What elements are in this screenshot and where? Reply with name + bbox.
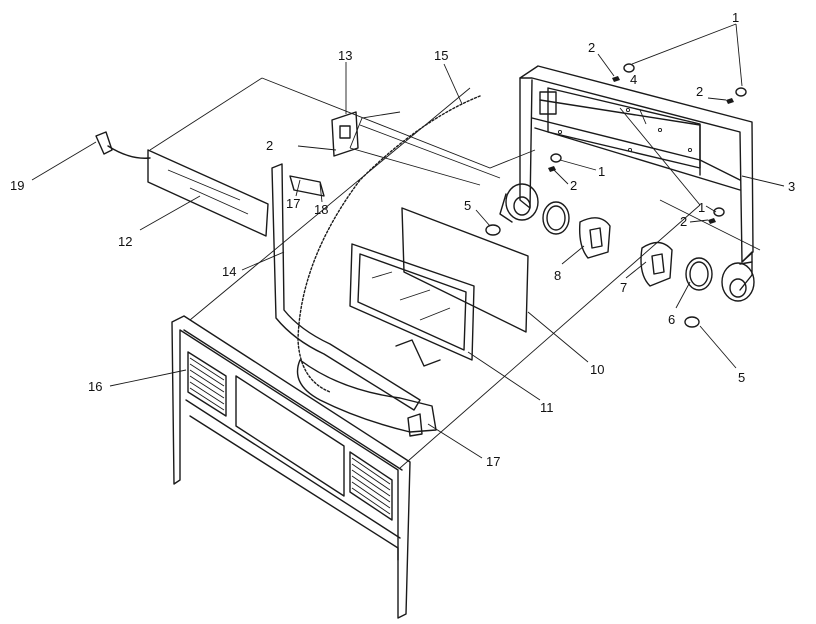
callout-15: 15 [434, 48, 448, 63]
leader-lines [31, 23, 785, 459]
callout-16: 16 [88, 379, 102, 394]
callout-17a: 17 [286, 196, 300, 211]
left-knob-housing [499, 183, 539, 223]
window-frame [349, 243, 475, 367]
front-control-panel [171, 315, 411, 619]
callout-1c: 1 [698, 200, 705, 215]
switch-bracket [331, 111, 359, 157]
control-panel-frame [519, 65, 754, 291]
callout-5a: 5 [464, 198, 471, 213]
callout-12: 12 [118, 234, 132, 249]
insulation-panel [401, 207, 529, 333]
callout-13: 13 [338, 48, 352, 63]
knob-screws [548, 63, 747, 224]
callout-4: 4 [630, 72, 637, 87]
callout-labels: 1 2 2 4 1 2 3 1 2 5 8 7 6 5 10 11 12 13 … [10, 10, 795, 469]
callout-5b: 5 [738, 370, 745, 385]
trim-channel [271, 163, 421, 411]
callout-3: 3 [788, 179, 795, 194]
callout-11: 11 [540, 400, 554, 415]
callout-7: 7 [620, 280, 627, 295]
callout-14: 14 [222, 264, 236, 279]
callout-19: 19 [10, 178, 24, 193]
left-vent-grille [187, 351, 227, 417]
light-panel [95, 131, 269, 237]
callout-2c: 2 [570, 178, 577, 193]
knob-caps [485, 224, 700, 328]
callout-2a: 2 [588, 40, 595, 55]
right-knob-housing [721, 261, 755, 302]
knobs [578, 217, 673, 287]
callout-10: 10 [590, 362, 604, 377]
callout-6: 6 [668, 312, 675, 327]
alignment-lines [149, 77, 761, 469]
callout-1b: 1 [598, 164, 605, 179]
bezel-rings [542, 201, 713, 291]
callout-2d: 2 [680, 214, 687, 229]
right-vent-grille [349, 451, 393, 521]
bottom-bracket [296, 359, 437, 437]
callout-2e: 2 [266, 138, 273, 153]
callout-2b: 2 [696, 84, 703, 99]
callout-18: 18 [314, 202, 328, 217]
switch-plate [547, 87, 701, 169]
callout-1a: 1 [732, 10, 739, 25]
callout-17b: 17 [486, 454, 500, 469]
wire-harness [297, 95, 481, 393]
callout-8: 8 [554, 268, 561, 283]
